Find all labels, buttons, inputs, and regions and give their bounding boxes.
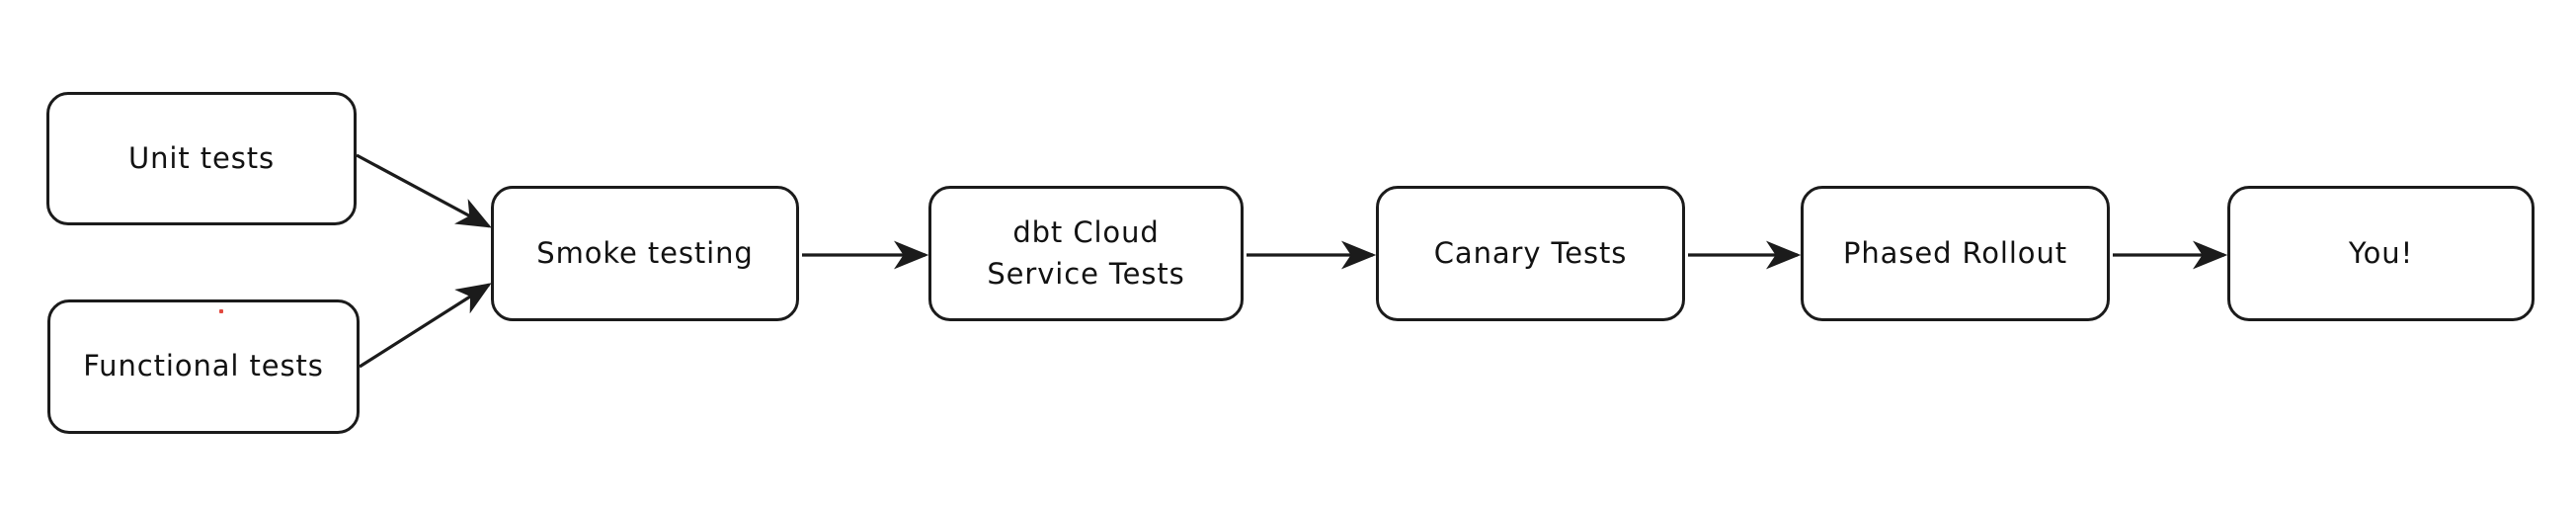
node-functional-tests[interactable]: Functional tests [47,299,360,434]
node-label-unit-tests: Unit tests [127,140,276,175]
node-label-canary-tests: Canary Tests [1433,235,1628,270]
node-phased-rollout[interactable]: Phased Rollout [1801,186,2110,321]
node-label-phased-rollout: Phased Rollout [1842,235,2067,270]
node-smoke-testing[interactable]: Smoke testing [491,186,799,321]
edge-unit-to-smoke [356,153,492,228]
node-label-dbt-cloud-service-tests: dbt Cloud Service Tests [987,215,1185,291]
edge-lines [356,153,2228,369]
node-label-you: You! [2348,235,2414,270]
node-label-smoke-testing: Smoke testing [536,235,754,270]
edge-functional-to-smoke [359,283,492,369]
node-canary-tests[interactable]: Canary Tests [1376,186,1685,321]
node-label-functional-tests: Functional tests [83,349,324,383]
node-you[interactable]: You! [2227,186,2535,321]
node-unit-tests[interactable]: Unit tests [46,92,357,225]
artifact-red-speck [219,309,223,313]
node-dbt-cloud-service-tests[interactable]: dbt Cloud Service Tests [928,186,1244,321]
